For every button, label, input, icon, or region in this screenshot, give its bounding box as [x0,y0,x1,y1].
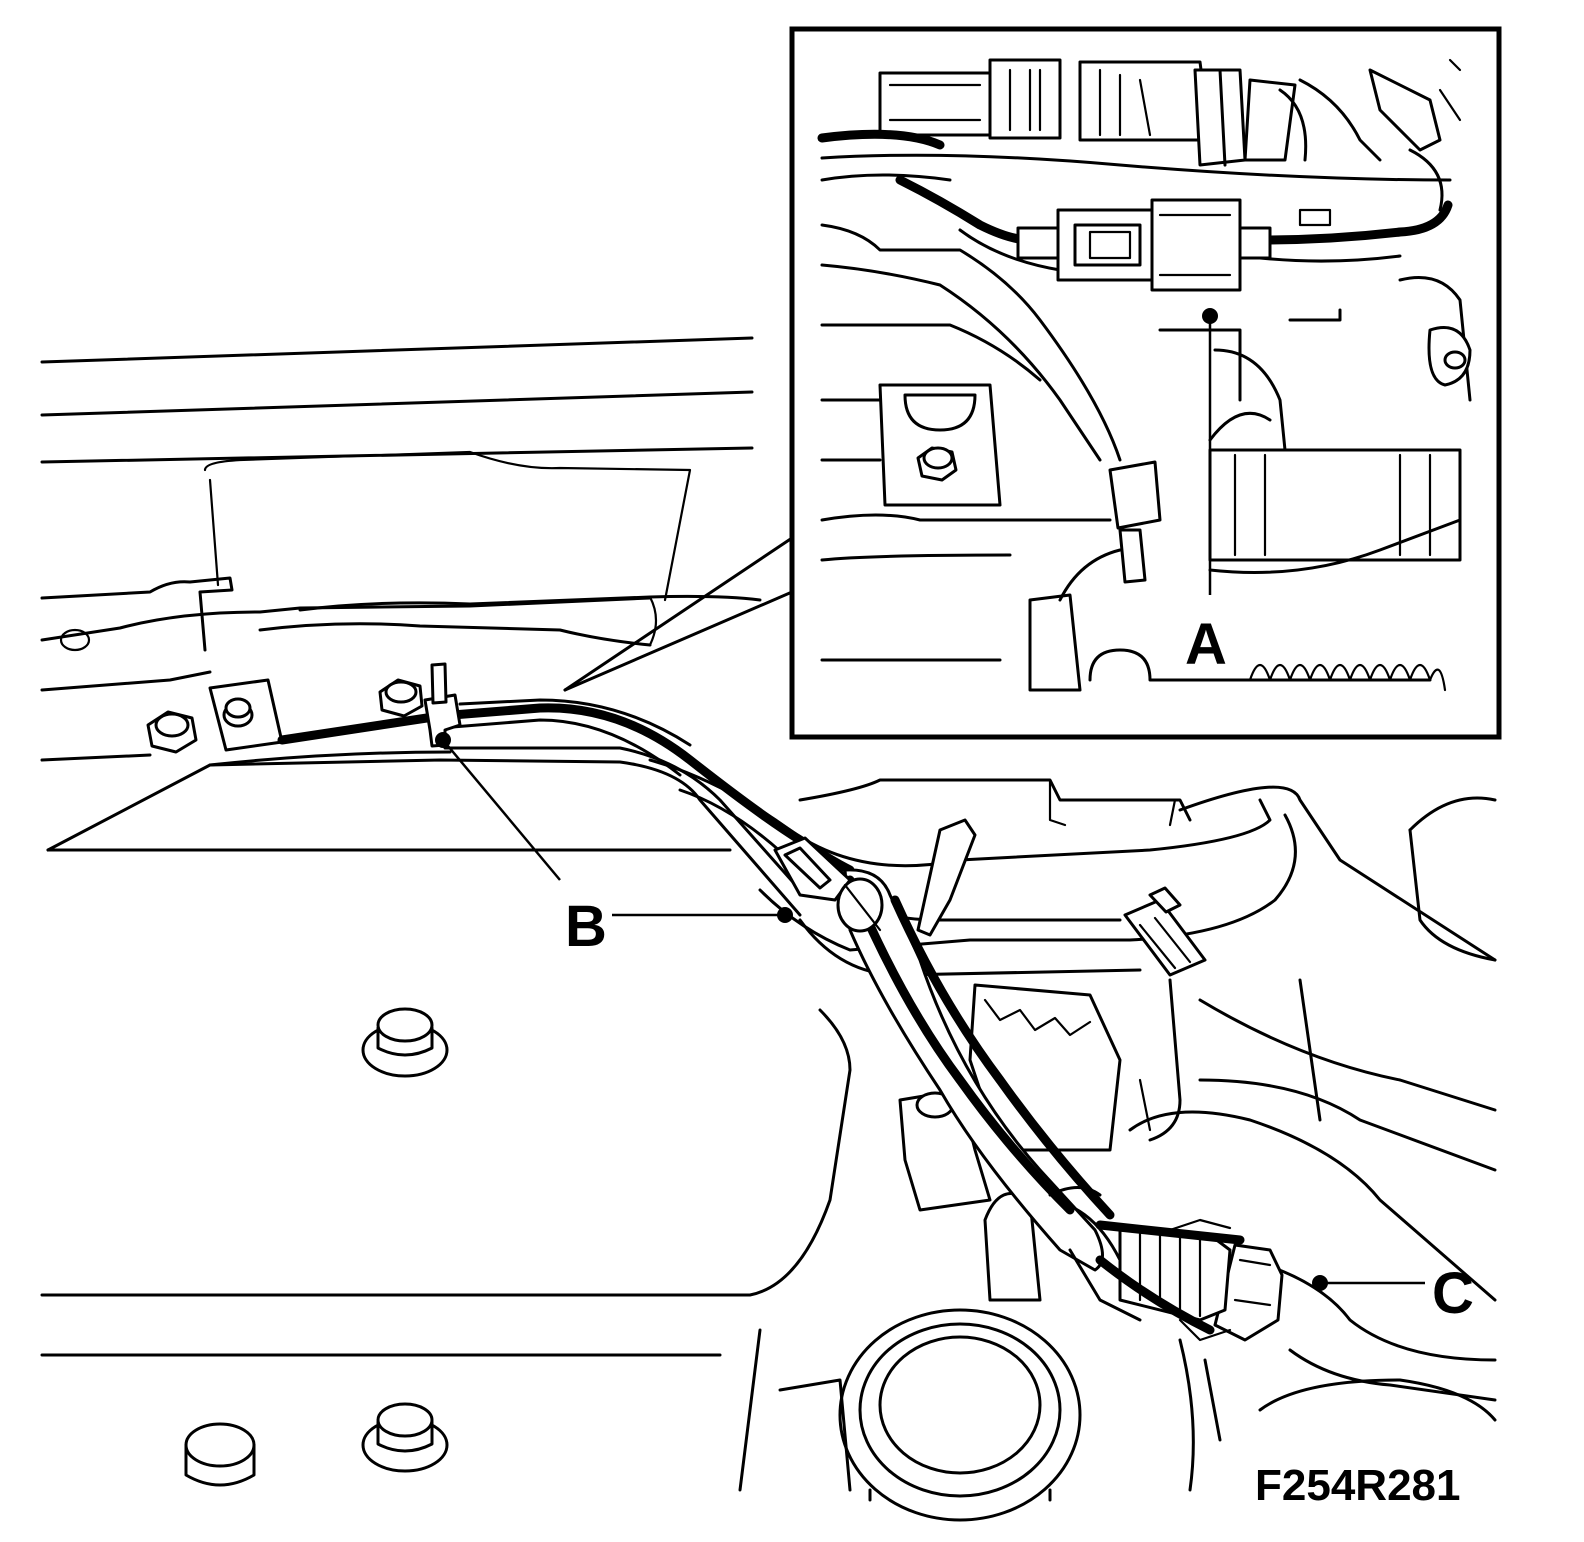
callout-b-dot-upper [435,732,451,748]
main-engine-view [40,336,1497,1522]
oil-filler-cap [838,1308,1082,1522]
sensor-wire-harness [277,662,1245,1335]
callout-c: C [1312,1261,1474,1326]
callout-a-dot [1202,308,1218,324]
cover-cap-lower-left [184,1422,256,1487]
callout-c-label: C [1432,1261,1474,1326]
hose-clamp-right [1123,886,1207,977]
cover-plug-upper [361,1007,449,1078]
callout-b-dot-right [777,907,793,923]
callout-b-label: B [565,894,607,959]
cover-plug-lower [361,1402,449,1473]
figure-id: F254R281 [1255,1461,1460,1510]
inset-detail [789,26,1502,740]
inline-connector-a [1016,198,1332,292]
callout-b: B [435,732,793,959]
callout-c-dot [1312,1275,1328,1291]
callout-a-label: A [1185,612,1227,677]
oxygen-sensor [1118,1218,1284,1342]
callout-a: A [1185,308,1227,677]
